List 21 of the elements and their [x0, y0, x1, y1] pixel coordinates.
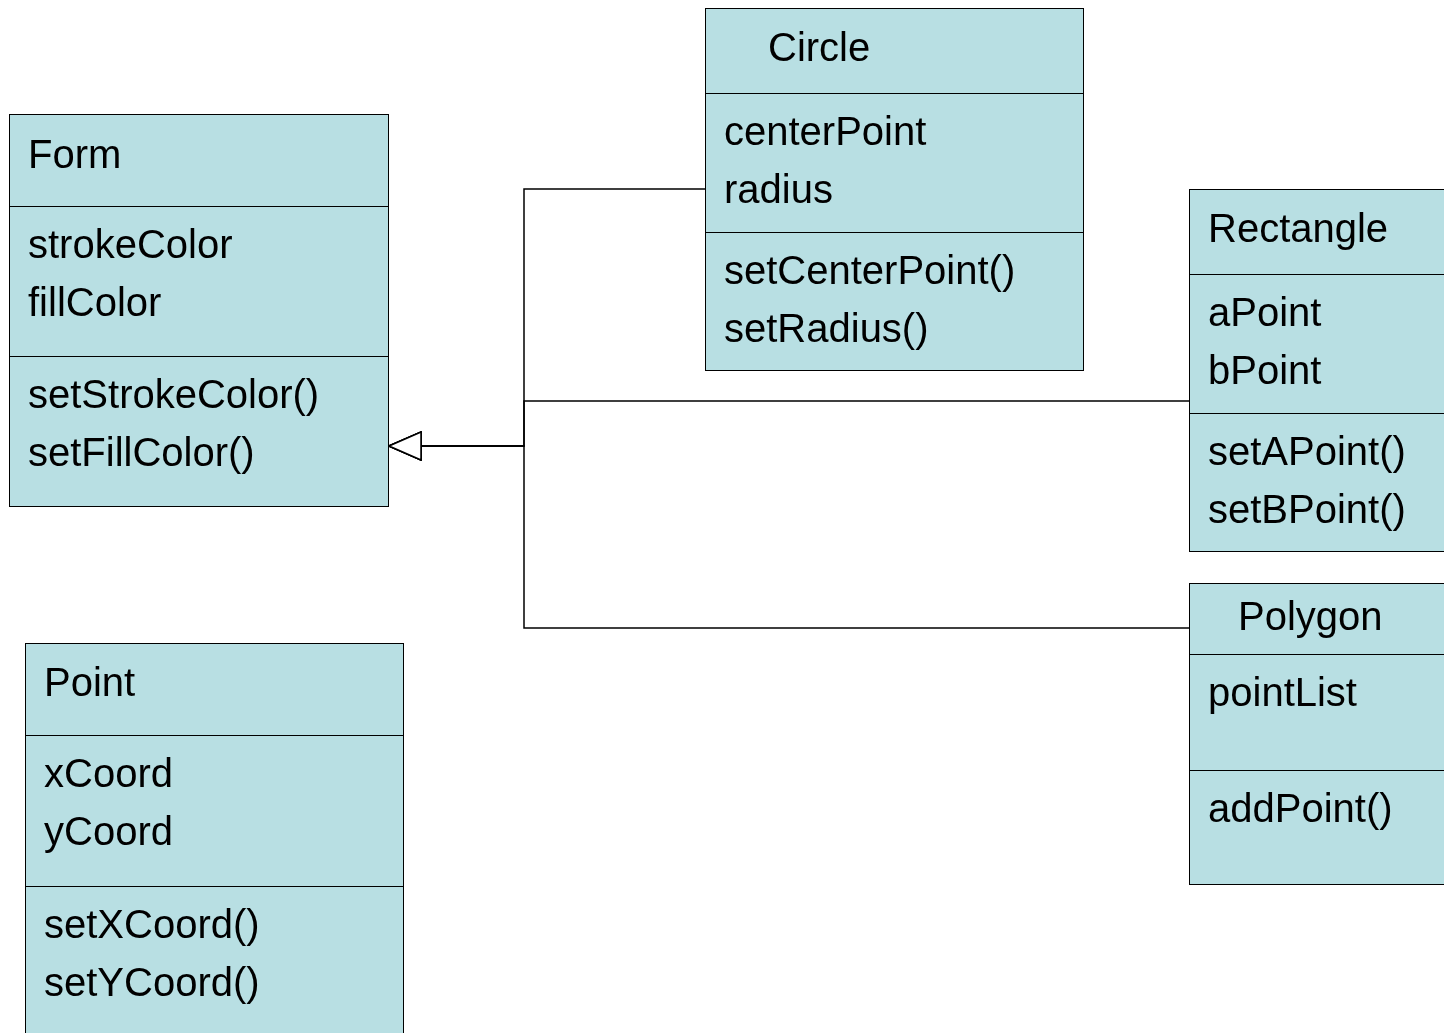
class-box [25, 643, 404, 1033]
attribute-list: xCoord yCoord [44, 744, 173, 860]
method-list: setCenterPoint() setRadius() [724, 241, 1016, 357]
method-list: setAPoint() setBPoint() [1208, 422, 1406, 538]
class-name: Polygon [1238, 593, 1383, 640]
generalization-arrow [388, 431, 1190, 629]
attribute-list: strokeColor fillColor [28, 215, 233, 331]
class-box [1189, 189, 1444, 552]
method-list: setStrokeColor() setFillColor() [28, 365, 320, 481]
method-list: setXCoord() setYCoord() [44, 895, 260, 1011]
attribute-list: pointList [1208, 663, 1357, 721]
attribute-list: aPoint bPoint [1208, 283, 1322, 399]
class-box [705, 8, 1084, 371]
class-name: Circle [768, 24, 871, 71]
class-name: Rectangle [1208, 205, 1389, 252]
attribute-list: centerPoint radius [724, 102, 927, 218]
class-box [9, 114, 389, 507]
class-box [1189, 583, 1444, 885]
class-name: Point [44, 659, 136, 706]
class-name: Form [28, 131, 122, 178]
method-list: addPoint() [1208, 779, 1393, 837]
